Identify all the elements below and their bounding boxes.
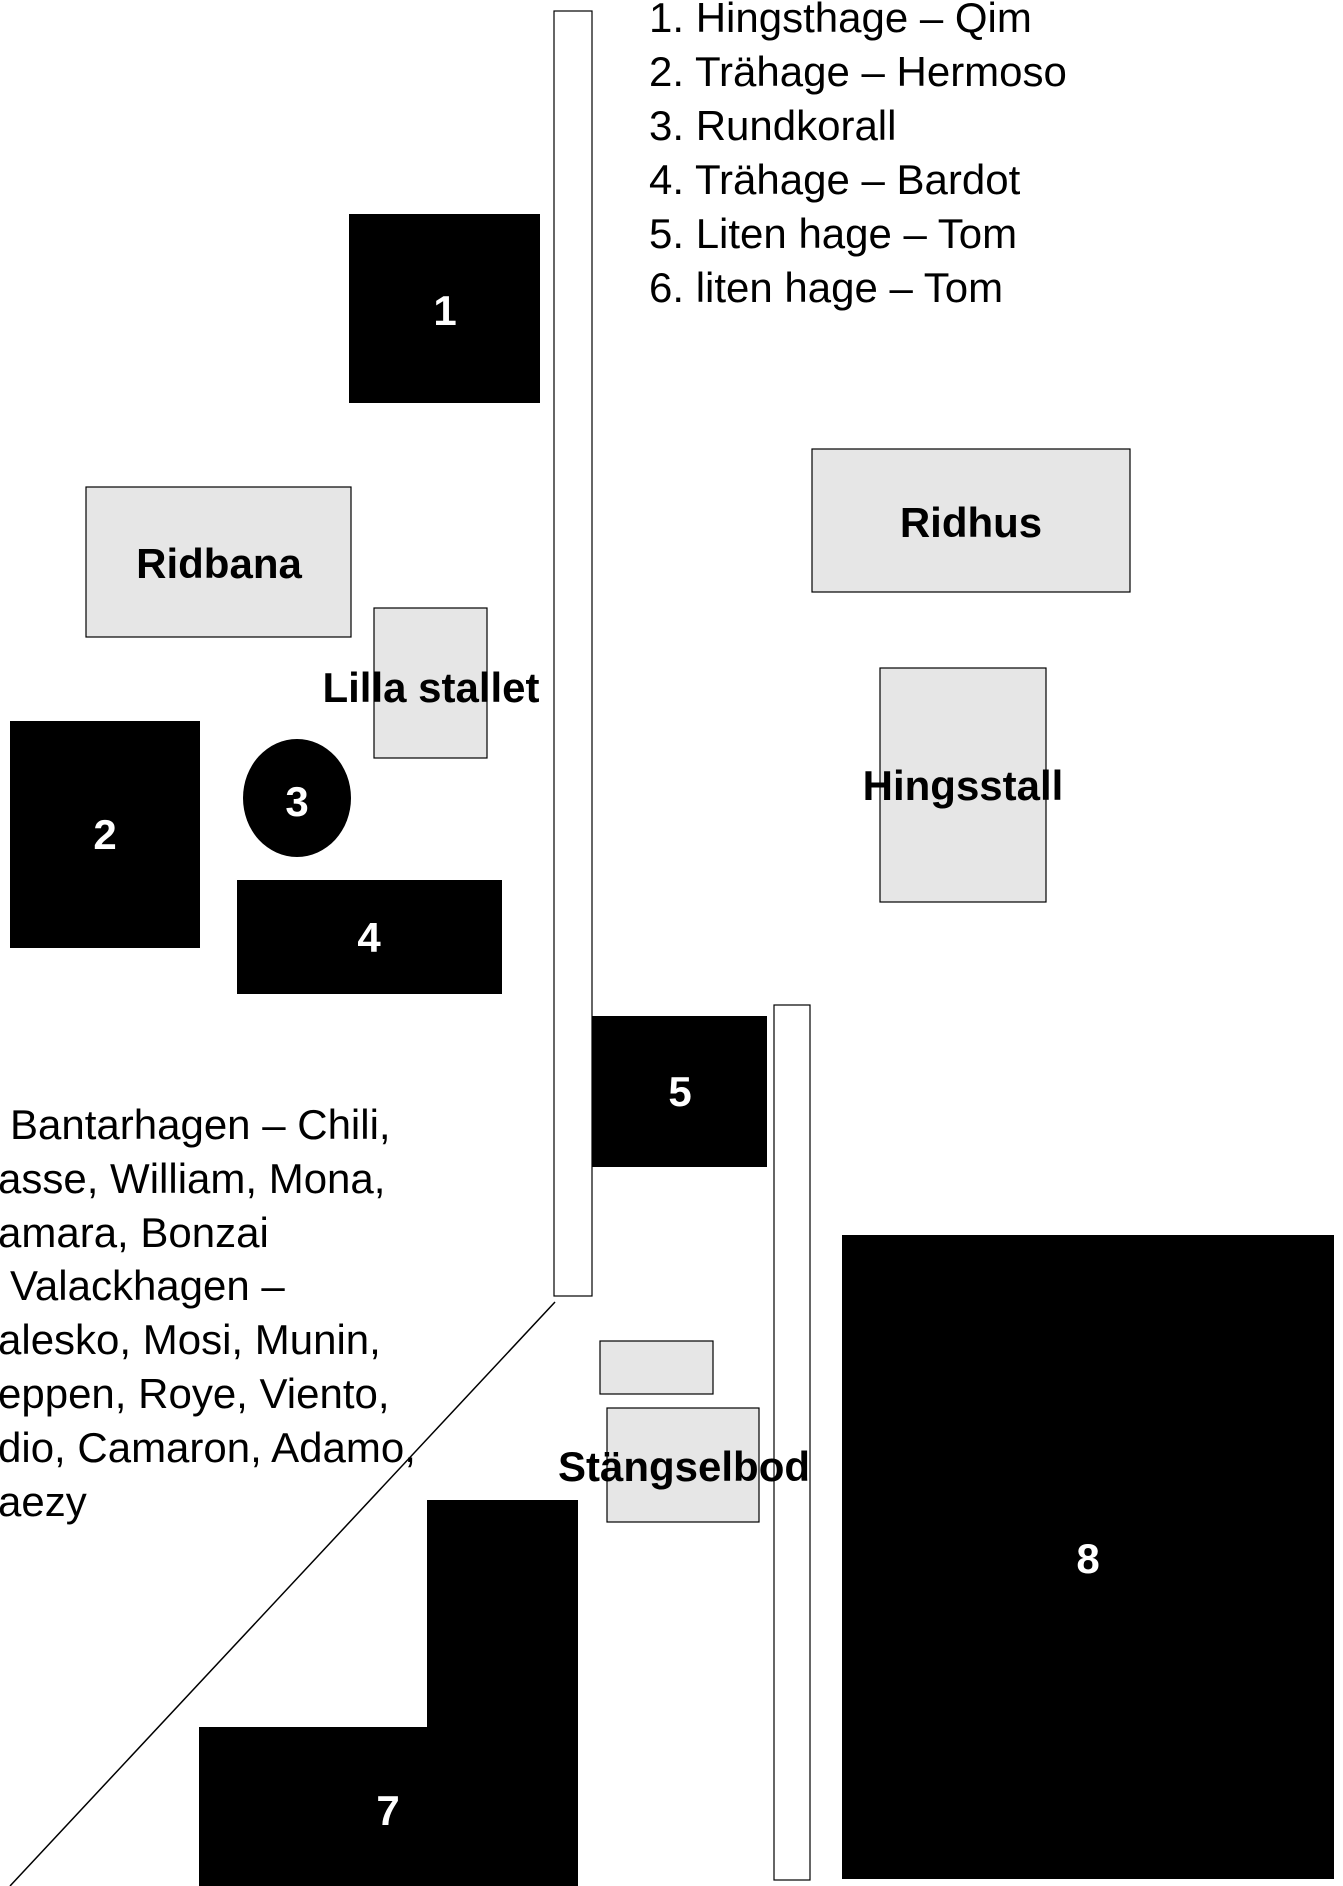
stangselbod-building <box>606 1407 760 1523</box>
legend-bottom-line: Bantarhagen – Chili, <box>10 1101 391 1148</box>
ridhus-label: Ridhus <box>900 499 1042 546</box>
paddock-7 <box>199 1500 578 1886</box>
stangselbod-label: Stängselbod <box>558 1443 810 1490</box>
legend-bottom-line: alesko, Mosi, Munin, <box>0 1316 381 1363</box>
diagonal-path <box>9 1301 556 1886</box>
legend-top-item: 2. Trähage – Hermoso <box>649 48 1067 95</box>
legend-bottom-line: asse, William, Mona, <box>0 1155 385 1202</box>
legend-bottom: Bantarhagen – Chili, asse, William, Mona… <box>0 1101 416 1525</box>
road-strip-left <box>553 10 593 1297</box>
legend-top-item: 1. Hingsthage – Qim <box>649 0 1032 41</box>
legend-bottom-line: Valackhagen – <box>10 1262 285 1309</box>
ridhus-building <box>811 448 1131 593</box>
paddock-3-label: 3 <box>285 778 308 825</box>
paddock-4 <box>237 880 502 994</box>
legend-top: 1. Hingsthage – Qim 2. Trähage – Hermoso… <box>649 0 1067 311</box>
paddock-3 <box>243 739 351 857</box>
paddock-7-label: 7 <box>376 1787 399 1834</box>
legend-bottom-line: dio, Camaron, Adamo, <box>0 1424 416 1471</box>
paddock-8 <box>842 1235 1334 1879</box>
paddock-1-label: 1 <box>433 287 456 334</box>
paddock-4-label: 4 <box>357 914 381 961</box>
legend-top-item: 3. Rundkorall <box>649 102 896 149</box>
hingsstall-building <box>879 667 1047 903</box>
legend-bottom-line: eppen, Roye, Viento, <box>0 1370 390 1417</box>
legend-top-item: 6. liten hage – Tom <box>649 264 1003 311</box>
paddock-8-label: 8 <box>1076 1535 1099 1582</box>
paddock-2-label: 2 <box>93 811 116 858</box>
road-strip-right <box>773 1004 811 1881</box>
ridbana-building <box>85 486 352 638</box>
lilla-stallet-building <box>373 607 488 759</box>
lilla-stallet-label: Lilla stallet <box>322 664 539 711</box>
paddock-2 <box>10 721 200 948</box>
legend-top-item: 4. Trähage – Bardot <box>649 156 1021 203</box>
legend-bottom-line: amara, Bonzai <box>0 1209 269 1256</box>
small-shed <box>599 1340 714 1395</box>
paddock-1 <box>349 214 540 403</box>
paddock-5-label: 5 <box>668 1068 691 1115</box>
paddock-5 <box>592 1016 767 1167</box>
legend-bottom-line: aezy <box>0 1478 87 1525</box>
legend-top-item: 5. Liten hage – Tom <box>649 210 1017 257</box>
hingsstall-label: Hingsstall <box>863 762 1064 809</box>
ridbana-label: Ridbana <box>136 540 302 587</box>
